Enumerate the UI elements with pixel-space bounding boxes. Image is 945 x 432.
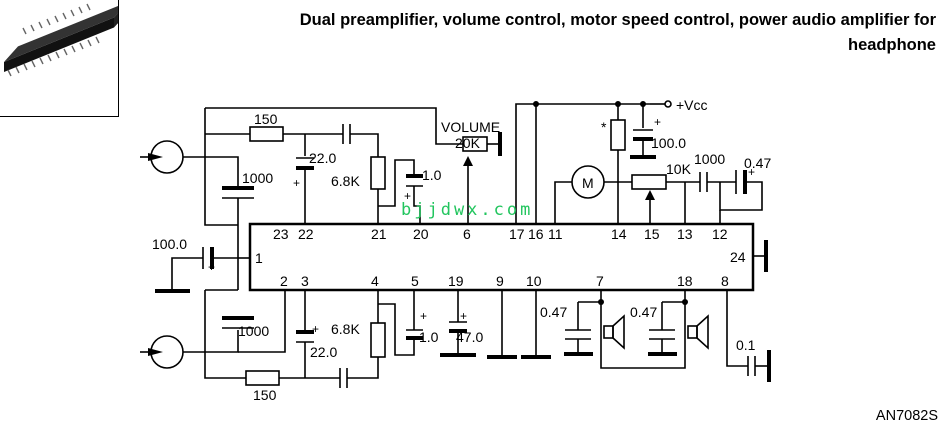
label-r10k: 10K (666, 161, 692, 177)
svg-text:+: + (208, 260, 215, 274)
pin-17: 17 (509, 226, 525, 242)
pin-23: 23 (273, 226, 289, 242)
label-c047-out2: 0.47 (630, 304, 657, 320)
resistor-150-bottom (245, 370, 280, 386)
label-c100-vcc: 100.0 (651, 135, 686, 151)
pin-1: 1 (255, 250, 263, 266)
resistor-star (610, 119, 626, 151)
pin-12: 12 (712, 226, 728, 242)
resistor-150-top (249, 126, 284, 142)
watermark: bjjdwx.com (401, 200, 534, 220)
package-thumbnail-frame (0, 0, 128, 117)
part-number: AN7082S (875, 408, 938, 424)
label-vcc: +Vcc (676, 97, 708, 113)
svg-text:+: + (404, 189, 411, 203)
pin-10: 10 (526, 273, 542, 289)
pin-16: 16 (528, 226, 544, 242)
pin-6: 6 (463, 226, 471, 242)
input-jack-icon (140, 140, 184, 174)
pin-18: 18 (677, 273, 693, 289)
svg-text:+: + (748, 165, 755, 179)
speaker-icon (687, 314, 709, 350)
pin-7: 7 (596, 273, 604, 289)
pin-19: 19 (448, 273, 464, 289)
resistor-6k8-top (370, 156, 386, 190)
label-c01: 0.1 (736, 337, 756, 353)
potentiometer-10k (631, 174, 667, 190)
polarity-marks: + + + + + + + + (208, 115, 755, 336)
pin-5: 5 (411, 273, 419, 289)
label-c100-left: 100.0 (152, 236, 187, 252)
pin-21: 21 (371, 226, 387, 242)
pin-20: 20 (413, 226, 429, 242)
label-c22-top: 22.0 (309, 150, 336, 166)
label-r68k-bottom: 6.8K (331, 321, 360, 337)
label-c10-top: 1.0 (422, 167, 442, 183)
pin-24: 24 (730, 249, 746, 265)
label-volume-20k: 20K (455, 135, 481, 151)
input-jack-icon (140, 335, 184, 369)
svg-text:+: + (460, 309, 467, 323)
label-c1000-top: 1000 (242, 170, 273, 186)
ic-package-icon (4, 1, 128, 77)
label-r150-top: 150 (254, 111, 278, 127)
label-star: * (601, 119, 607, 135)
label-c1000-right: 1000 (694, 151, 725, 167)
diagram-title: Dual preamplifier, volume control, motor… (146, 8, 936, 58)
pin-15: 15 (644, 226, 660, 242)
label-r68k-top: 6.8K (331, 173, 360, 189)
label-c10-bottom: 1.0 (419, 329, 439, 345)
svg-text:+: + (312, 322, 319, 336)
label-motor: M (582, 175, 594, 191)
title-line-1: Dual preamplifier, volume control, motor… (299, 11, 936, 29)
svg-text:+: + (293, 176, 300, 190)
pin-13: 13 (677, 226, 693, 242)
label-c047-right: 0.47 (744, 155, 771, 171)
pin-4: 4 (371, 273, 379, 289)
label-volume: VOLUME (441, 119, 500, 135)
label-c1000-bottom: 1000 (238, 323, 269, 339)
pin-11: 11 (548, 226, 563, 242)
pin-8: 8 (721, 273, 729, 289)
label-c22-bottom: 22.0 (310, 344, 337, 360)
svg-text:+: + (654, 115, 661, 129)
pin-2: 2 (280, 273, 288, 289)
speaker-icon (603, 314, 625, 350)
svg-text:+: + (420, 309, 427, 323)
pin-3: 3 (301, 273, 309, 289)
title-line-2: headphone (847, 36, 936, 54)
label-r150-bottom: 150 (253, 387, 277, 403)
label-c47: 47.0 (456, 329, 483, 345)
label-c047-out1: 0.47 (540, 304, 567, 320)
pin-22: 22 (298, 226, 314, 242)
pin-14: 14 (611, 226, 627, 242)
resistor-6k8-bottom (370, 322, 386, 358)
pin-9: 9 (496, 273, 504, 289)
